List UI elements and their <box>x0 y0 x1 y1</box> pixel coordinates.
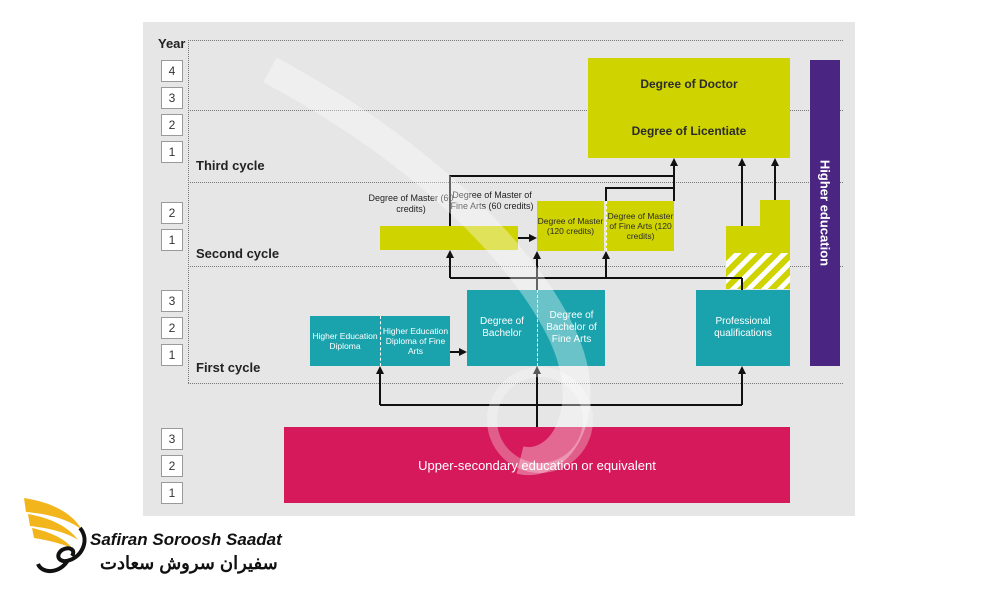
degree-master-60-label: Degree of Master (60 credits) <box>368 193 454 214</box>
company-name-en: Safiran Soroosh Saadat <box>90 530 282 549</box>
company-name-fa: سفیران سروش سعادت <box>100 553 278 573</box>
grid-line <box>188 110 843 111</box>
grid-line <box>188 182 843 183</box>
degree-bachelor: Degree of Bachelor <box>467 290 537 366</box>
year-box: 2 <box>161 202 183 224</box>
master-60-bar <box>380 226 518 250</box>
grid-line <box>188 40 189 383</box>
grid-line <box>188 40 843 41</box>
year-box: 2 <box>161 114 183 136</box>
watermark-swoosh <box>263 57 591 476</box>
third-cycle-block <box>588 58 790 158</box>
year-box: 2 <box>161 455 183 477</box>
higher-education-bar: Higher education <box>810 60 840 366</box>
year-box: 4 <box>161 60 183 82</box>
degree-doctor: Degree of Doctor <box>640 77 738 91</box>
upper-secondary-block: Upper-secondary education or equivalent <box>284 427 790 503</box>
degree-master-fine-60-label: Degree of Master of Fine Arts (60 credit… <box>450 190 534 211</box>
first-cycle-label: First cycle <box>196 360 261 375</box>
grid-line <box>188 266 843 267</box>
degree-licentiate: Degree of Licentiate <box>631 124 747 138</box>
higher-education-diploma: Higher Education Diploma <box>310 316 380 366</box>
arrow-second-to-third <box>605 187 674 201</box>
company-logo-icon <box>24 498 87 573</box>
year-box: 1 <box>161 344 183 366</box>
degree-master-fine-120: Degree of Master of Fine Arts (120 credi… <box>606 201 674 251</box>
year-box: 2 <box>161 317 183 339</box>
professional-qualifications: Professional qualifications <box>696 290 790 366</box>
degree-master-120: Degree of Master (120 credits) <box>537 201 604 251</box>
watermark-swoosh <box>487 367 593 473</box>
professional-second-block <box>726 226 790 253</box>
year-box: 3 <box>161 87 183 109</box>
hatched-block <box>726 253 790 289</box>
year-box: 3 <box>161 428 183 450</box>
third-cycle-label: Third cycle <box>196 158 265 173</box>
higher-education-diploma-fine-arts: Higher Education Diploma of Fine Arts <box>380 316 450 366</box>
year-box: 1 <box>161 482 183 504</box>
year-box: 1 <box>161 229 183 251</box>
degree-bachelor-fine-arts: Degree of Bachelor of Fine Arts <box>537 290 605 366</box>
year-axis-label: Year <box>158 36 186 51</box>
year-box: 3 <box>161 290 183 312</box>
grid-line <box>188 383 843 384</box>
arrow-second-to-third <box>449 175 674 226</box>
professional-second-block-top <box>760 200 790 228</box>
year-box: 1 <box>161 141 183 163</box>
second-cycle-label: Second cycle <box>196 246 280 261</box>
